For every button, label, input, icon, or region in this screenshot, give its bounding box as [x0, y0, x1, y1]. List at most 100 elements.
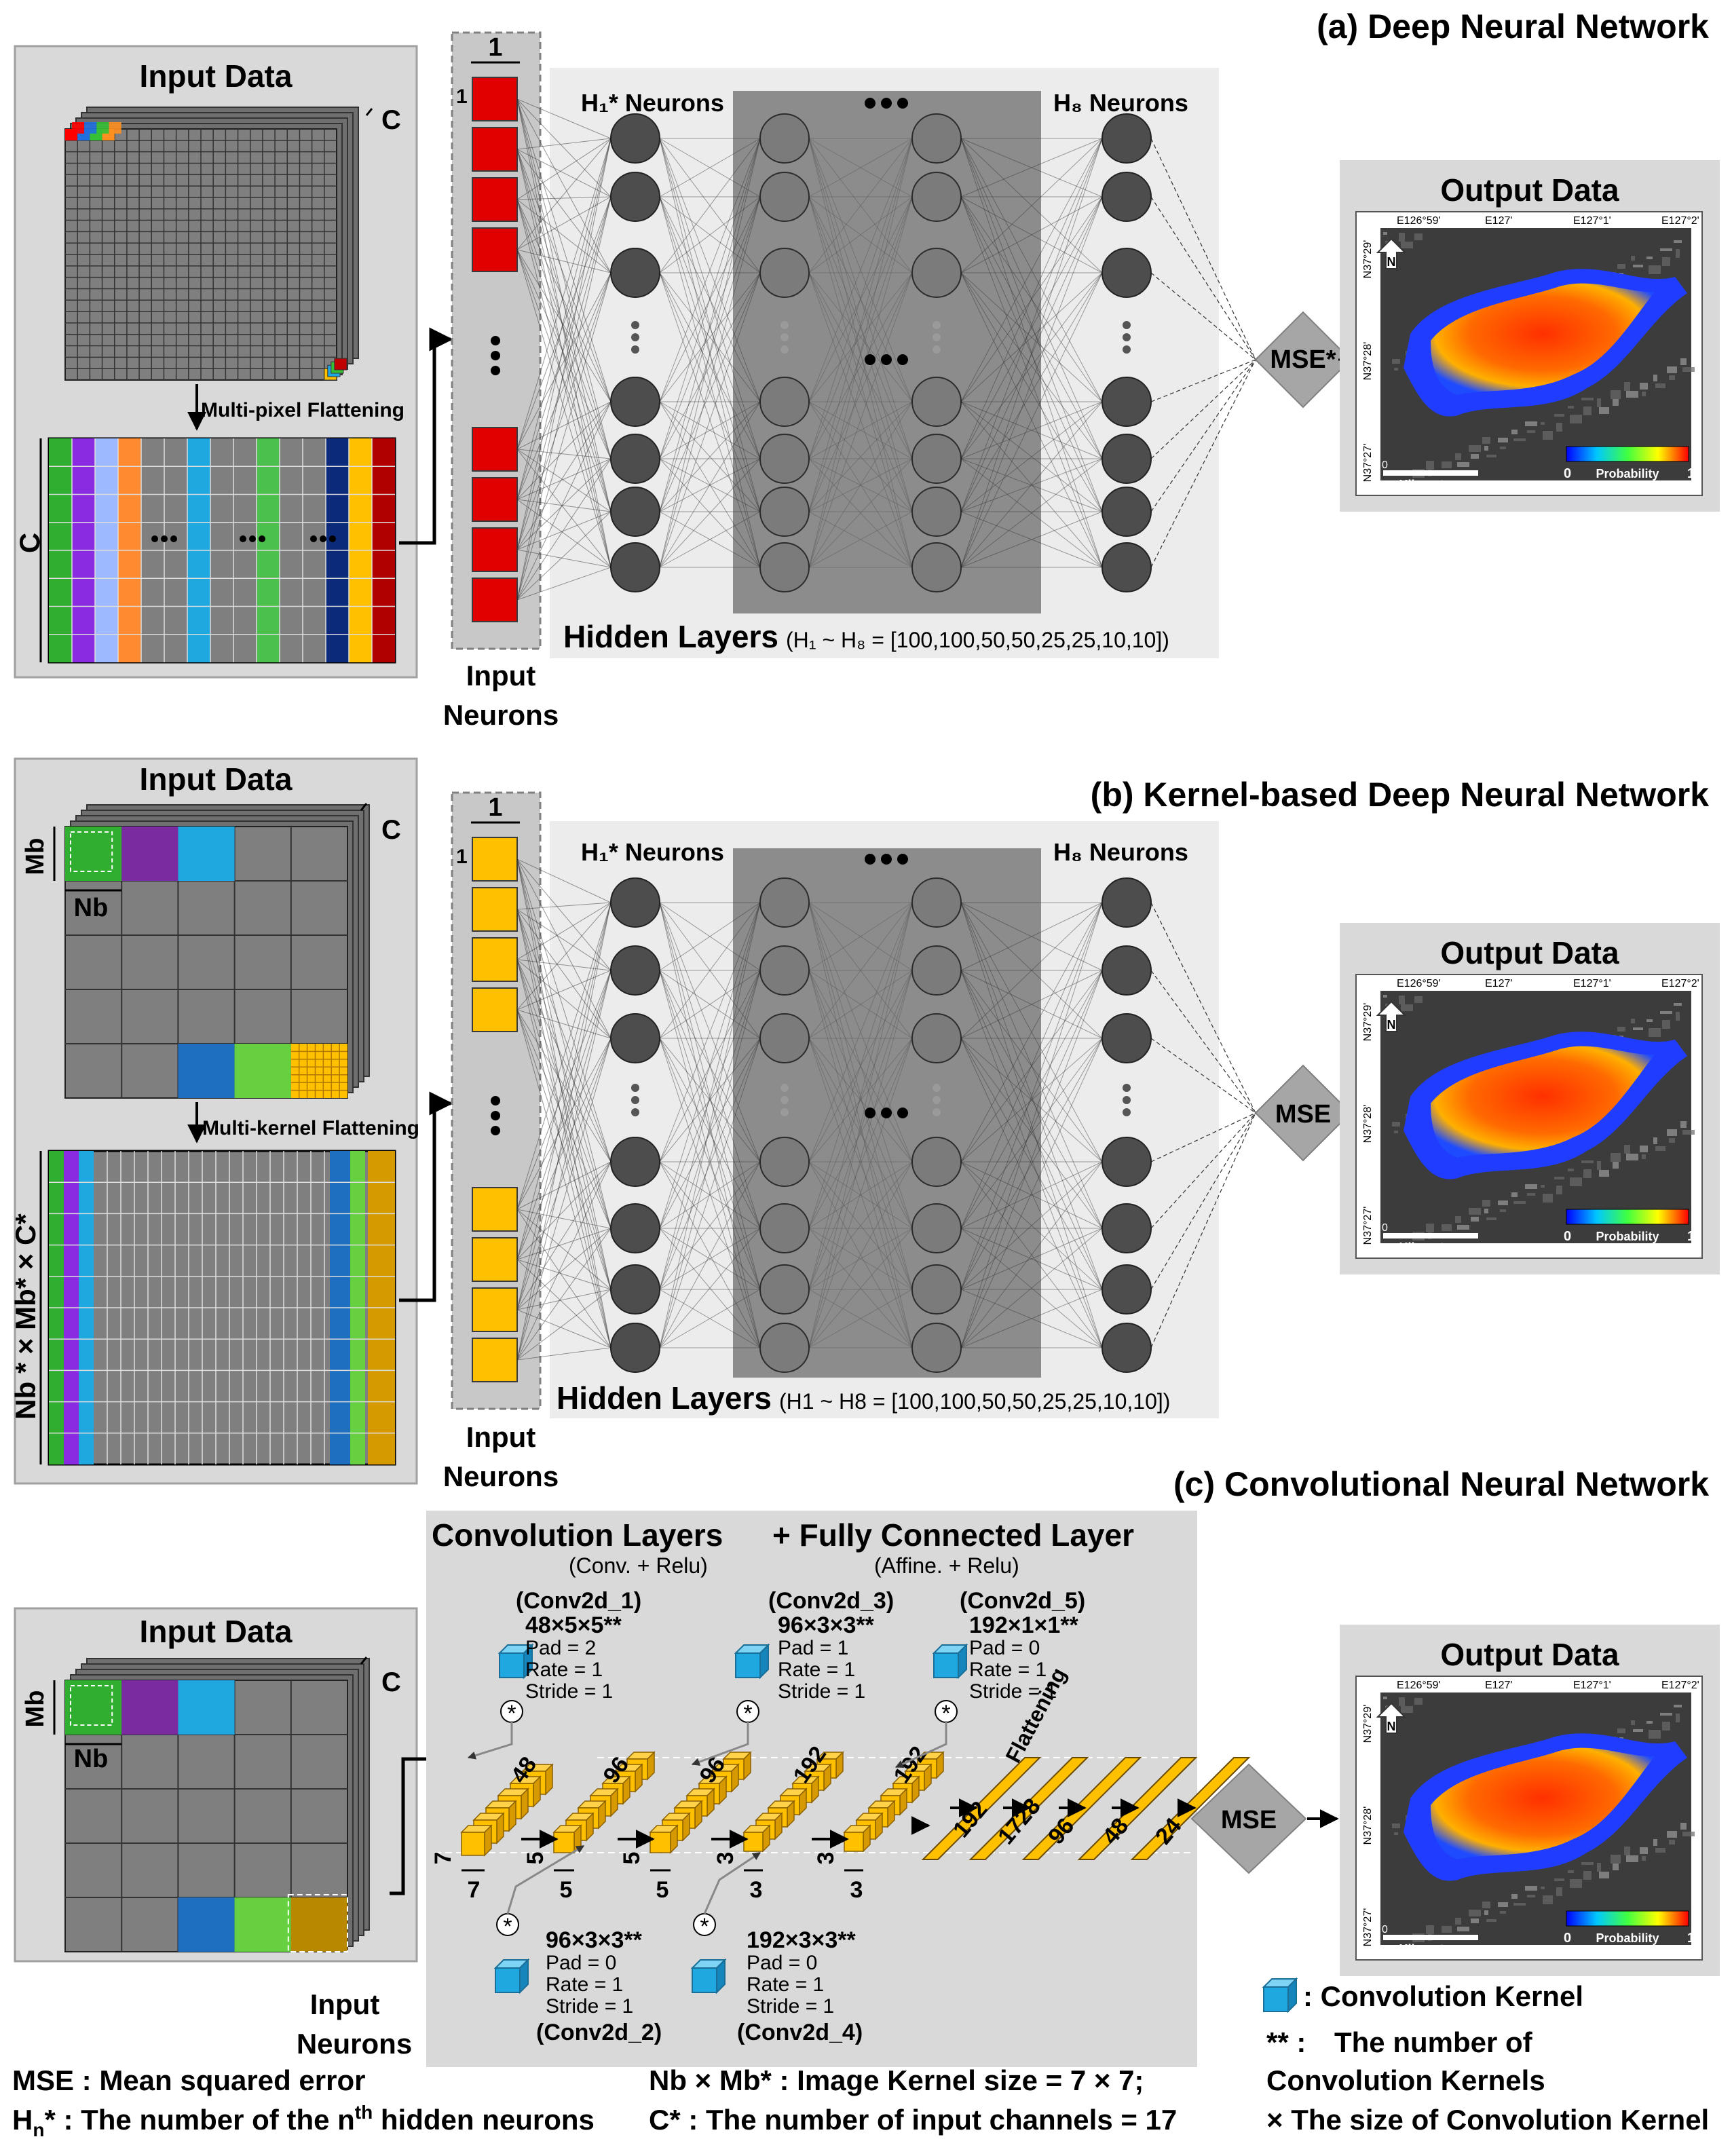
connection: [659, 1038, 761, 1290]
ellipsis-dot: [491, 1096, 500, 1105]
connection: [808, 1228, 913, 1290]
conv-layer-name: (Conv2d_5): [960, 1588, 1085, 1614]
output-connection: [1150, 359, 1256, 402]
connection: [659, 272, 761, 459]
texture-speck: [1401, 242, 1413, 248]
connection: [960, 272, 1103, 568]
input-neuron: [472, 177, 518, 222]
texture-speck: [1486, 1919, 1496, 1922]
connection: [516, 1038, 611, 1210]
feature-map-stack: [649, 1751, 752, 1854]
connection: [516, 196, 611, 450]
connection: [960, 902, 1103, 971]
latitude-label: N37°27': [1362, 1908, 1374, 1947]
panel-c-fc-sub: (Affine. + Relu): [874, 1553, 1019, 1578]
hidden-neuron: [911, 248, 962, 298]
hidden-neuron: [911, 377, 962, 427]
connection: [960, 1161, 1103, 1290]
connection: [659, 1161, 761, 1290]
texture-speck: [1583, 1169, 1592, 1178]
mid-ellipsis: [865, 1108, 876, 1118]
output-connection: [1150, 359, 1256, 512]
panel-a-unit-label: 1: [488, 33, 502, 62]
connection: [808, 511, 913, 568]
connection: [960, 272, 1103, 402]
connection: [516, 272, 611, 550]
texture-speck: [1394, 1131, 1398, 1133]
top-ellipsis: [897, 98, 908, 109]
longitude-label: E126°59': [1397, 1680, 1441, 1691]
panel-a-unit-side-label: 1: [456, 86, 468, 108]
hidden-neuron: [1102, 542, 1152, 592]
convolution-star: *: [941, 1701, 950, 1726]
panel-c-mb-label: Mb: [21, 1690, 50, 1728]
panel-b-flattened-matrix: [39, 1150, 396, 1466]
connection: [808, 138, 913, 273]
convolution-op: *: [935, 1700, 958, 1726]
longitude-label: E127°1': [1573, 978, 1611, 989]
scale-zero: 0: [1382, 1924, 1388, 1935]
connection: [516, 858, 611, 1348]
ellipsis-dot: [170, 535, 177, 542]
connection: [659, 970, 761, 1290]
connection: [659, 1038, 761, 1162]
north-arrow-icon: N: [1376, 1000, 1407, 1032]
hidden-neuron: [759, 1013, 810, 1063]
probability-min: 0: [1564, 1931, 1571, 1946]
texture-speck: [1394, 368, 1398, 371]
texture-speck: [1611, 1855, 1621, 1864]
probability-label: Probability: [1596, 467, 1659, 480]
input-neuron: [472, 1187, 518, 1232]
connection: [659, 138, 761, 402]
connection: [808, 1038, 913, 1348]
connection: [960, 902, 1103, 1162]
connection: [960, 458, 1103, 512]
highlight-pixel: [84, 122, 97, 134]
texture-speck: [1676, 1012, 1680, 1021]
convolution-op: *: [693, 1913, 716, 1940]
connection: [659, 196, 761, 568]
connection: [659, 902, 761, 1039]
texture-speck: [1469, 1910, 1481, 1916]
connection: [960, 511, 1103, 568]
connection: [659, 970, 761, 1162]
connection: [516, 199, 611, 402]
longitude-label: E127': [1485, 215, 1512, 227]
conv-kernel-size: 96×3×3**: [778, 1612, 875, 1638]
texture-speck: [1457, 1225, 1469, 1230]
hidden-neuron: [1102, 172, 1152, 222]
texture-speck: [1570, 1879, 1582, 1888]
texture-speck: [1471, 1918, 1479, 1923]
connection: [960, 1038, 1103, 1348]
connection: [808, 458, 913, 568]
hidden-neuron: [911, 877, 962, 928]
texture-speck: [1642, 1856, 1646, 1861]
ellipsis-dot: [1123, 321, 1131, 329]
connection: [516, 549, 611, 568]
connection: [960, 970, 1103, 1229]
connection: [516, 196, 611, 200]
connection: [516, 959, 611, 1348]
connection: [516, 1038, 611, 1361]
panel-a-network: [516, 98, 1256, 601]
connection: [659, 1038, 761, 1290]
hidden-neuron: [610, 1323, 660, 1373]
longitude-label: E127': [1485, 978, 1512, 989]
ellipsis-dot: [631, 321, 639, 329]
footnote-kernel-size: Nb × Mb* : Image Kernel size = 7 × 7;: [649, 2064, 1144, 2096]
connection: [808, 196, 913, 273]
connection: [516, 138, 611, 150]
panel-c-fc-title: + Fully Connected Layer: [772, 1517, 1134, 1553]
mid-ellipsis: [881, 354, 892, 365]
connection: [516, 149, 611, 273]
connection: [659, 196, 761, 459]
connection: [960, 970, 1103, 1290]
ellipsis-dot: [780, 1096, 789, 1104]
connection: [516, 1009, 611, 1039]
connection: [659, 401, 761, 568]
connection: [808, 902, 913, 971]
connection: [516, 249, 611, 273]
texture-speck: [1399, 1697, 1405, 1706]
north-label: N: [1387, 1720, 1396, 1733]
